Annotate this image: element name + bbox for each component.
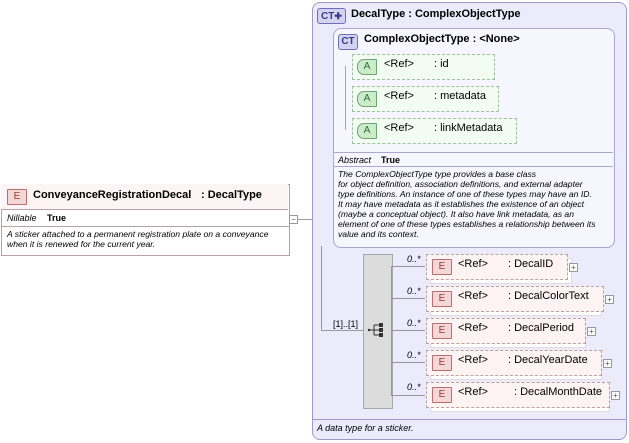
expand-toggle[interactable]: + — [587, 327, 596, 336]
connector-line — [321, 330, 363, 331]
connector-line — [298, 219, 312, 220]
child-cardinality: 0..* — [407, 254, 421, 264]
divider — [1, 226, 290, 227]
attribute-name: : metadata — [434, 90, 486, 102]
sequence-multiplicity: [1]..[1] — [333, 319, 359, 329]
attribute-ref: <Ref> — [384, 58, 414, 70]
child-element-decalmonthdate[interactable] — [426, 382, 610, 408]
child-cardinality: 0..* — [407, 350, 421, 360]
base-type-title: ComplexObjectType : <None> — [364, 33, 520, 45]
child-name: : DecalMonthDate — [514, 386, 603, 398]
child-ref: <Ref> — [458, 386, 488, 398]
collapse-toggle[interactable]: − — [289, 215, 298, 224]
child-ref: <Ref> — [458, 354, 488, 366]
child-name: : DecalYearDate — [508, 354, 588, 366]
attribute-ref: <Ref> — [384, 90, 414, 102]
child-cardinality: 0..* — [407, 382, 421, 392]
attribute-linkmetadata[interactable] — [352, 118, 517, 144]
child-name: : DecalID — [508, 258, 554, 270]
attribute-badge: A — [357, 91, 377, 107]
connector-line — [391, 266, 425, 267]
child-element-decalperiod[interactable] — [426, 318, 586, 344]
child-element-decalyeardate[interactable] — [426, 350, 602, 376]
sequence-icon — [367, 322, 387, 338]
expand-toggle[interactable]: + — [611, 391, 620, 400]
connector-line — [391, 330, 425, 331]
nillable-value: True — [47, 213, 67, 223]
attribute-ref: <Ref> — [384, 122, 414, 134]
child-element-decalcolortext[interactable] — [426, 286, 604, 312]
attribute-badge: A — [357, 123, 377, 139]
child-cardinality: 0..* — [407, 318, 421, 328]
child-ref: <Ref> — [458, 258, 488, 270]
element-badge: E — [432, 323, 452, 339]
element-badge: E — [432, 387, 452, 403]
element-badge: E — [432, 291, 452, 307]
child-name: : DecalPeriod — [508, 322, 575, 334]
abstract-label: Abstract — [338, 155, 372, 165]
expand-toggle[interactable]: + — [605, 295, 614, 304]
child-ref: <Ref> — [458, 322, 488, 334]
element-description: A sticker attached to a permanent regist… — [7, 229, 269, 249]
base-type-badge: CT — [338, 34, 358, 50]
abstract-value: True — [381, 155, 401, 165]
attribute-name: : linkMetadata — [434, 122, 503, 134]
base-type-description: The ComplexObjectType type provides a ba… — [338, 169, 596, 239]
connector-line — [391, 266, 392, 396]
connector-line — [321, 246, 322, 331]
complex-type-badge: CT✚ — [317, 8, 346, 24]
connector-line — [391, 362, 425, 363]
element-badge: E — [432, 259, 452, 275]
expand-toggle[interactable]: + — [603, 359, 612, 368]
attribute-name: : id — [434, 58, 449, 70]
attribute-badge: A — [357, 59, 377, 75]
element-badge: E — [432, 355, 452, 371]
child-cardinality: 0..* — [407, 286, 421, 296]
element-type: : DecalType — [201, 189, 262, 201]
element-badge: E — [7, 189, 27, 205]
nillable-label: Nillable — [7, 213, 37, 223]
attribute-connector — [345, 66, 346, 130]
expand-toggle[interactable]: + — [569, 263, 578, 272]
divider — [333, 152, 613, 153]
divider — [333, 166, 613, 167]
connector-line — [391, 395, 425, 396]
main-element-header — [1, 184, 288, 210]
child-name: : DecalColorText — [508, 290, 589, 302]
connector-line — [391, 298, 425, 299]
element-name: ConveyanceRegistrationDecal — [33, 189, 192, 201]
child-ref: <Ref> — [458, 290, 488, 302]
sequence-compositor[interactable] — [363, 254, 393, 409]
divider — [312, 419, 627, 420]
complex-type-title: DecalType : ComplexObjectType — [351, 8, 521, 20]
complex-type-footer: A data type for a sticker. — [317, 423, 414, 433]
